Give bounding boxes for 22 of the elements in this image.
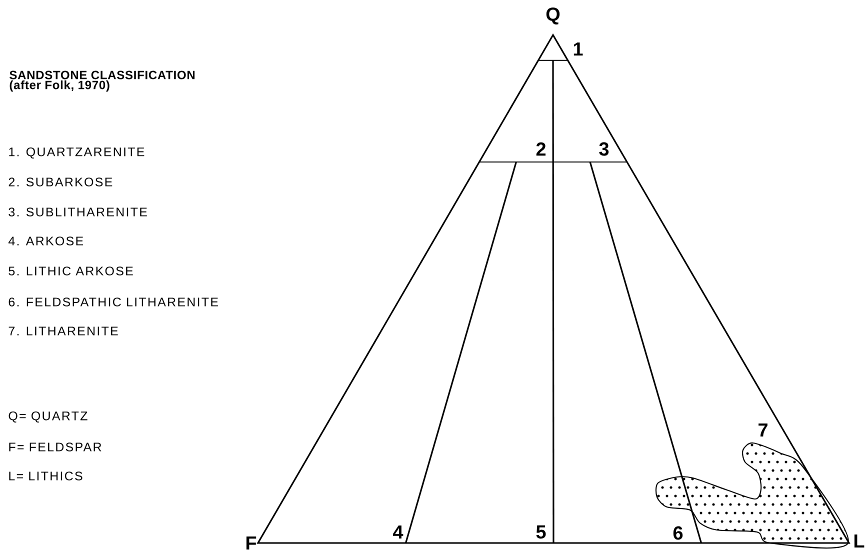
field-label: 2 bbox=[536, 142, 546, 156]
legend-text: F= FELDSPAR bbox=[9, 442, 102, 452]
legend-text: L= LITHICS bbox=[9, 472, 82, 480]
field-label: 4 bbox=[393, 525, 404, 539]
vertex-label: F bbox=[246, 536, 256, 550]
legend-text: 3. SUBLITHARENITE bbox=[8, 208, 147, 216]
legend-text: 5. LITHIC ARKOSE bbox=[8, 266, 133, 276]
field-label: 3 bbox=[599, 142, 609, 156]
field-label: 1 bbox=[574, 42, 583, 56]
vertex-label: L bbox=[854, 534, 864, 548]
legend-text: 2. SUBARKOSE bbox=[8, 178, 112, 186]
field-label: 7 bbox=[758, 423, 768, 437]
legend-text: 1. QUARTZARENITE bbox=[9, 147, 144, 159]
subtitle: (after Folk, 1970) bbox=[10, 80, 110, 92]
title: SANDSTONE CLASSIFICATION bbox=[10, 70, 195, 80]
legend-text: 4. ARKOSE bbox=[8, 236, 84, 246]
vertex-label: Q bbox=[546, 8, 560, 24]
field-label: 5 bbox=[536, 525, 546, 539]
legend-text: 6. FELDSPATHIC LITHARENITE bbox=[8, 298, 218, 306]
legend-text: Q= QUARTZ bbox=[8, 411, 88, 423]
legend-text: 7. LITHARENITE bbox=[8, 326, 118, 336]
field-label: 6 bbox=[673, 526, 683, 540]
